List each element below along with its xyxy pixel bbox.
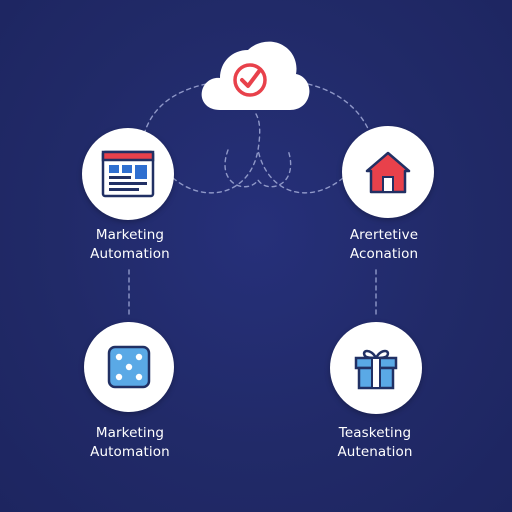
label-top-left: Marketing Automation bbox=[60, 226, 200, 264]
connector-arc-lower bbox=[224, 149, 292, 188]
house-icon bbox=[365, 151, 411, 194]
webpage-icon bbox=[101, 150, 155, 198]
label-bottom-left-line2: Automation bbox=[90, 444, 170, 460]
checkmark-icon bbox=[233, 63, 267, 97]
connector-arc-left bbox=[172, 113, 261, 194]
connector-cloud-to-top-right bbox=[307, 83, 373, 139]
label-bottom-right-line2: Autenation bbox=[337, 444, 413, 460]
cloud-shape bbox=[201, 41, 310, 110]
label-bottom-left-line1: Marketing bbox=[95, 425, 165, 441]
node-top-left bbox=[82, 128, 174, 220]
gift-icon bbox=[354, 349, 398, 390]
node-bottom-right bbox=[330, 322, 422, 414]
label-bottom-left: Marketing Automation bbox=[60, 424, 200, 462]
dice-icon bbox=[107, 345, 151, 389]
node-top-right bbox=[342, 126, 434, 218]
label-top-right: Arertetive Aconation bbox=[314, 226, 454, 264]
label-top-left-line2: Automation bbox=[90, 246, 170, 262]
connector-cloud-to-top-left bbox=[142, 83, 207, 139]
label-top-left-line1: Marketing bbox=[95, 227, 165, 243]
node-bottom-left bbox=[84, 322, 174, 412]
label-bottom-right: Teasketing Autenation bbox=[305, 424, 445, 462]
label-bottom-right-line1: Teasketing bbox=[338, 425, 412, 441]
cloud-node bbox=[198, 36, 312, 114]
connector-arc-right bbox=[257, 149, 344, 194]
label-top-right-line2: Aconation bbox=[349, 246, 419, 262]
label-top-right-line1: Arertetive bbox=[349, 227, 419, 243]
